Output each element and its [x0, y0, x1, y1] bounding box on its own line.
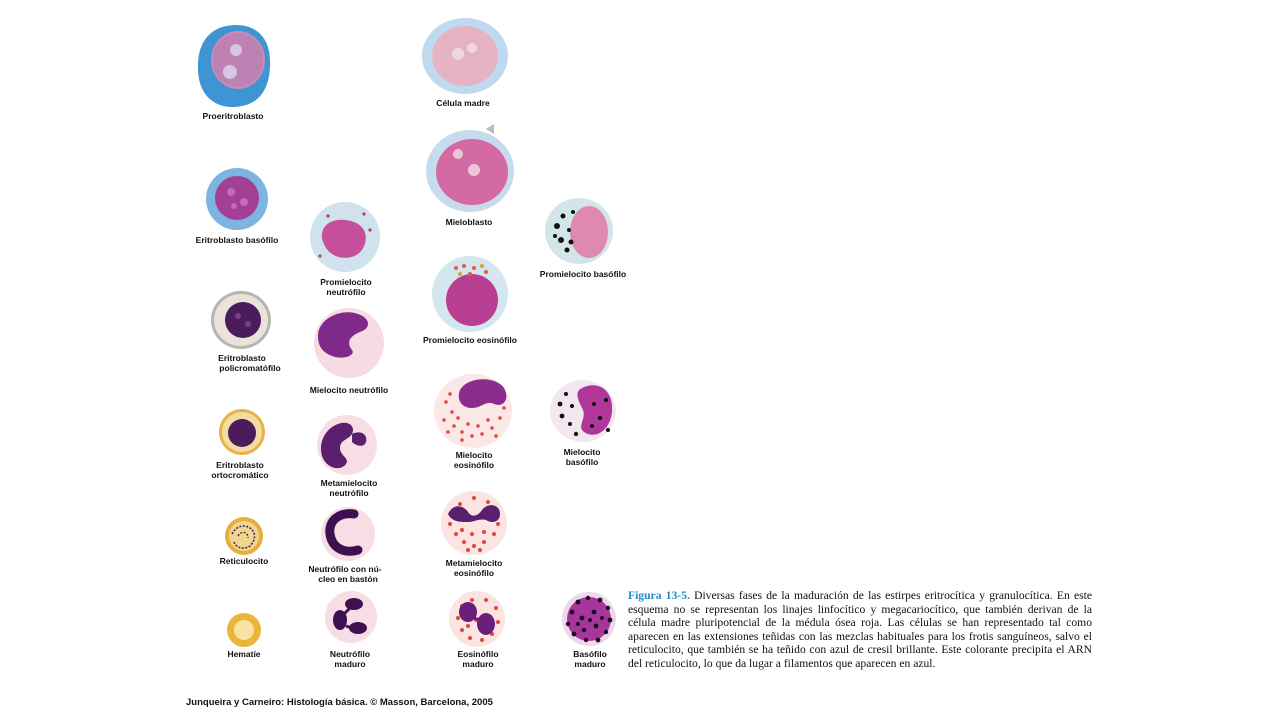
label-reticulocito: Reticulocito: [219, 556, 269, 566]
eosinophilic-metamyelocyte-cell: [440, 490, 508, 556]
figure-caption-text: Diversas fases de la maduración de las e…: [628, 589, 1092, 670]
basophilic-erythroblast-cell: [204, 166, 270, 232]
neutrophilic-myelocyte-cell: [312, 306, 386, 380]
erythrocyte-cell: [226, 612, 262, 648]
label-eosinofilo-maduro-2: maduro: [462, 659, 494, 669]
label-metamielocito-neutrofilo-2: neutrófilo: [329, 488, 369, 498]
label-eritroblasto-policromatofilo-1: Eritroblasto: [218, 353, 266, 363]
eosinophilic-myelocyte-cell: [432, 372, 514, 450]
label-neutrofilo-baston-2: cleo en bastón: [318, 574, 378, 584]
reticulocyte-cell: [224, 516, 264, 556]
label-neutrofilo-maduro-2: maduro: [334, 659, 366, 669]
label-mielocito-basofilo-2: basófilo: [565, 457, 599, 467]
mature-eosinophil-cell: [448, 590, 506, 648]
label-neutrofilo-baston-1: Neutrófilo con nú-: [308, 564, 382, 574]
orthochromatic-erythroblast-cell: [218, 408, 266, 456]
neutrophilic-metamyelocyte-cell: [316, 414, 378, 476]
label-mielocito-eosinofilo-1: Mielocito: [455, 450, 493, 460]
label-metamielocito-eosinofilo-2: eosinófilo: [453, 568, 495, 578]
label-metamielocito-neutrofilo-1: Metamielocito: [320, 478, 378, 488]
mature-neutrophil-cell: [324, 590, 378, 644]
eosinophilic-promyelocyte-cell: [430, 254, 510, 334]
label-neutrofilo-maduro-1: Neutrófilo: [329, 649, 371, 659]
label-promielocito-neutrofilo-1: Promielocito: [320, 277, 372, 287]
basophilic-promyelocyte-cell: [543, 196, 615, 266]
label-basofilo-maduro-2: maduro: [574, 659, 606, 669]
band-neutrophil-cell: [320, 506, 376, 562]
proeritroblast-cell: [194, 22, 274, 110]
label-eosinofilo-maduro-1: Eosinófilo: [457, 649, 499, 659]
stem-cell: [420, 16, 510, 96]
source-credit: Junqueira y Carneiro: Histología básica.…: [186, 697, 493, 708]
label-eritroblasto-ortocromatico-1: Eritroblasto: [216, 460, 264, 470]
label-eritroblasto-basofilo: Eritroblasto basófilo: [195, 235, 279, 245]
basophilic-myelocyte-cell: [548, 378, 618, 444]
myeloblast-cell: [424, 124, 518, 214]
label-mielocito-neutrofilo: Mielocito neutrófilo: [309, 385, 389, 395]
neutrophilic-promyelocyte-cell: [308, 200, 382, 274]
label-promielocito-neutrofilo-2: neutrófilo: [326, 287, 366, 297]
label-eritroblasto-policromatofilo-2: policromatófilo: [219, 363, 281, 373]
label-mieloblasto: Mieloblasto: [445, 217, 493, 227]
label-mielocito-basofilo-1: Mielocito: [563, 447, 601, 457]
label-metamielocito-eosinofilo-1: Metamielocito: [445, 558, 503, 568]
label-basofilo-maduro-1: Basófilo: [573, 649, 607, 659]
figure-caption: Figura 13-5. Diversas fases de la madura…: [628, 589, 1092, 671]
label-celula-madre: Célula madre: [436, 98, 490, 108]
label-promielocito-basofilo: Promielocito basófilo: [539, 269, 627, 279]
figure-number: Figura 13-5.: [628, 589, 690, 602]
mature-basophil-cell: [560, 590, 618, 648]
label-proeritroblasto: Proeritroblasto: [202, 111, 264, 121]
polychromatophilic-erythroblast-cell: [210, 290, 272, 350]
label-hematie: Hematíe: [227, 649, 261, 659]
label-mielocito-eosinofilo-2: eosinófilo: [453, 460, 495, 470]
label-eritroblasto-ortocromatico-2: ortocromático: [211, 470, 269, 480]
label-promielocito-eosinofilo: Promielocito eosinófilo: [423, 335, 517, 345]
